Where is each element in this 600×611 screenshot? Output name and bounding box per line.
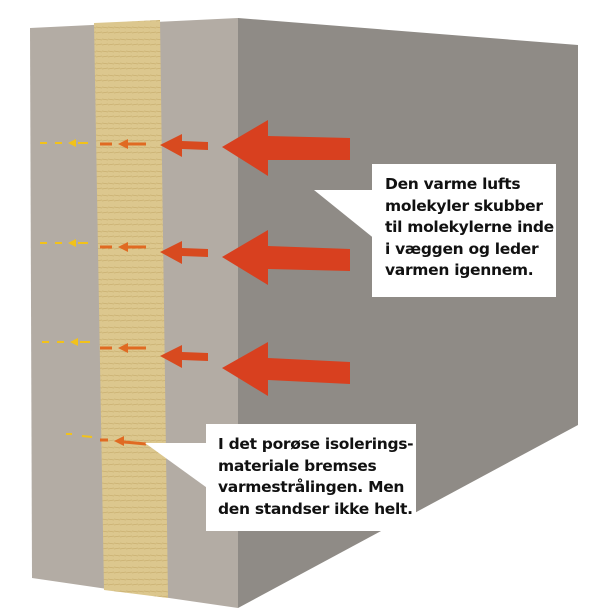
- callout-line: varmen igennem.: [385, 261, 534, 279]
- big-arrow-1: [222, 120, 350, 176]
- callout-bottom-pointer: [145, 443, 210, 490]
- big-arrow-3: [222, 342, 350, 396]
- mid-arrow: [160, 345, 208, 368]
- callout-line: i væggen og leder: [385, 239, 539, 258]
- callout-line: materiale bremses: [218, 456, 377, 475]
- callout-bottom-text: I det porøse isolerings- materiale brems…: [218, 434, 414, 520]
- mid-arrow: [160, 134, 208, 157]
- callout-top-text: Den varme lufts molekyler skubber til mo…: [385, 174, 554, 282]
- callout-line: varmestrålingen. Men: [218, 478, 405, 496]
- callout-line: I det porøse isolerings-: [218, 435, 414, 453]
- callout-line: Den varme lufts: [385, 175, 521, 193]
- heat-arrows: [40, 120, 350, 446]
- callout-top-pointer: [314, 190, 376, 240]
- insulation-layer: [94, 20, 168, 598]
- callout-line: den standser ikke helt.: [218, 499, 413, 518]
- big-arrow-2: [222, 230, 350, 285]
- callout-line: molekyler skubber: [385, 196, 543, 215]
- callout-top-box: [372, 164, 556, 297]
- callout-line: til molekylerne inde: [385, 218, 554, 236]
- callout-bottom-box: [206, 424, 416, 531]
- mid-arrow: [160, 241, 208, 264]
